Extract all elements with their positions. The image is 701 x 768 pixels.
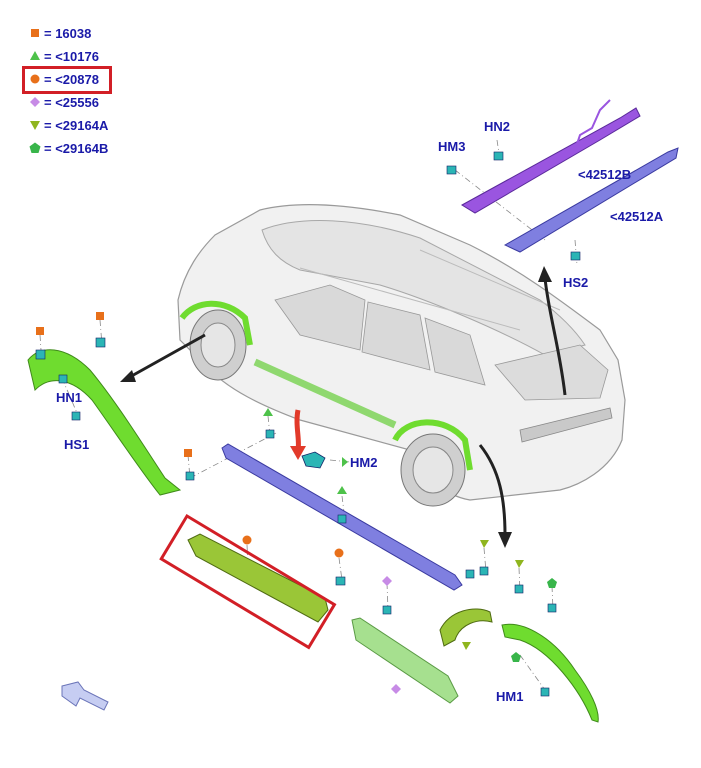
clip-hs2: [570, 251, 581, 261]
moulding-clips: [382, 605, 392, 615]
view-direction-arrow-icon: [61, 681, 109, 711]
orange-square-icon: [28, 26, 42, 40]
top-clips: [446, 151, 581, 261]
green-triangle-icon: [28, 49, 42, 63]
rear-arch-clips: [479, 566, 557, 697]
legend-item-29164a: = <29164A: [28, 116, 108, 134]
orange-square-icon: [36, 327, 44, 335]
green-triangle-icon: [342, 457, 348, 467]
green-pentagon-icon: [511, 652, 521, 662]
legend-item-29164b: = <29164B: [28, 139, 108, 157]
orange-square-icon: [96, 312, 104, 320]
olive-triangle-down-icon: [515, 560, 524, 568]
orange-square-icon: [184, 449, 192, 457]
clip-hn2: [493, 151, 504, 161]
vehicle-body: [177, 203, 626, 507]
olive-triangle-down-icon: [480, 540, 489, 548]
part-highlight-box: [159, 513, 337, 650]
purple-diamond-icon: [382, 576, 392, 586]
front-wheel-arch-moulding: [27, 349, 182, 496]
lower-door-moulding: [351, 617, 459, 704]
legend: = 16038 = <10176 = <20878 = <25556 = <29…: [28, 24, 138, 164]
label-42512b: <42512B: [578, 167, 632, 182]
rocker-step-20878: [187, 533, 329, 623]
rear-spoiler-42512b: [461, 99, 641, 214]
green-pentagon-icon: [547, 578, 557, 588]
green-triangle-icon: [263, 408, 273, 416]
olive-triangle-down-icon: [462, 642, 471, 650]
purple-diamond-icon: [391, 684, 401, 694]
label-hm2: HM2: [350, 455, 378, 470]
label-hm3: HM3: [438, 139, 466, 154]
olive-triangle-down-icon: [28, 118, 42, 132]
callout-arrows: [120, 266, 567, 548]
orange-circle-icon: [242, 535, 252, 545]
orange-circle-icon: [28, 72, 42, 86]
orange-circle-icon: [334, 548, 344, 558]
purple-diamond-icon: [28, 95, 42, 109]
rear-wheel-arch-moulding: [501, 623, 599, 723]
front-arch-clips: [35, 337, 195, 481]
legend-item-10176: = <10176: [28, 47, 99, 65]
legend-item-20878: = <20878: [28, 70, 99, 88]
rocker-clips: [265, 429, 475, 579]
label-hn2: HN2: [484, 119, 511, 134]
step-clips: [335, 576, 346, 586]
label-42512a: <42512A: [610, 209, 664, 224]
label-hs2: HS2: [563, 275, 589, 290]
rear-spoiler-42512a: [503, 147, 679, 253]
part-symbols: [36, 312, 557, 694]
clip-hm2: [301, 451, 326, 469]
label-hn1: HN1: [56, 390, 83, 405]
rear-arch-extension: [439, 608, 493, 647]
legend-highlight-box: [22, 66, 112, 94]
clip-hm3: [446, 165, 457, 175]
green-triangle-icon: [337, 486, 347, 494]
label-hs1: HS1: [64, 437, 90, 452]
legend-item-16038: = 16038: [28, 24, 91, 42]
green-pentagon-icon: [28, 141, 42, 155]
label-hm1: HM1: [496, 689, 524, 704]
clip-hm1: [540, 687, 550, 697]
legend-item-25556: = <25556: [28, 93, 99, 111]
